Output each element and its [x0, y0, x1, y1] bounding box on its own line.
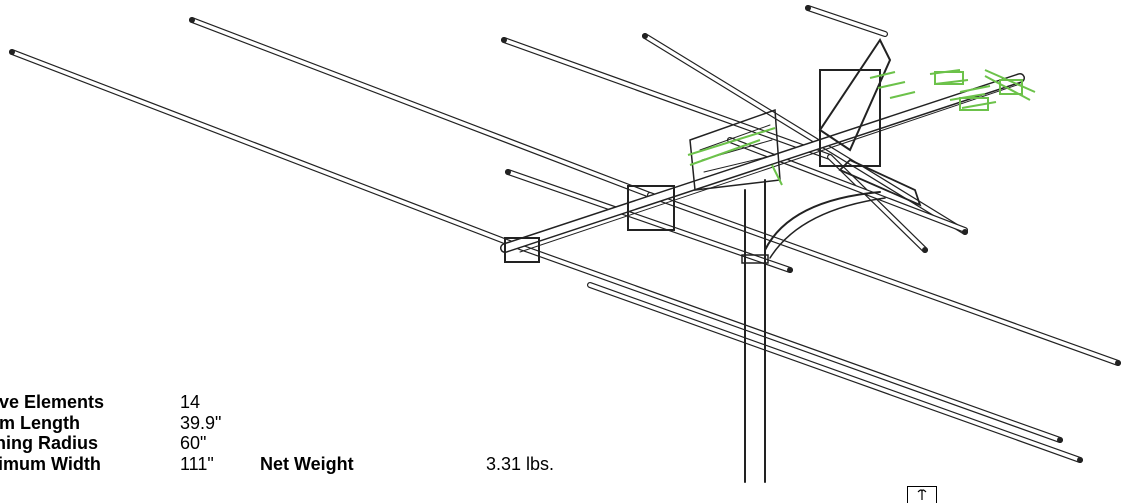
spec-value: 60" [180, 433, 207, 453]
element-rod-3 [189, 17, 653, 198]
spec-value: 111" [180, 453, 214, 474]
mast [741, 179, 886, 483]
net-weight-label: Net Weight [260, 453, 354, 474]
element-rod-2 [517, 244, 1063, 443]
rod-tips [9, 5, 1121, 463]
element-rod-4 [647, 192, 1121, 366]
rear-bracket [819, 69, 881, 167]
spec-label: ximum Width [0, 453, 101, 474]
element-rod-1 [9, 49, 523, 250]
element-rod-5 [501, 37, 833, 160]
element-rod-11 [805, 5, 888, 37]
green-directors [687, 69, 1036, 186]
spec-label: rning Radius [0, 433, 99, 453]
mid-bracket [627, 185, 675, 231]
spec-value: 39.9" [180, 412, 222, 433]
element-rod-9 [642, 33, 968, 235]
spec-label: om Length [0, 412, 80, 433]
net-weight-value: 3.31 lbs. [486, 453, 555, 474]
element-rod-7 [505, 169, 793, 273]
spec-label: tive Elements [0, 392, 105, 412]
spec-value: 14 [180, 392, 201, 412]
boom [500, 73, 1025, 253]
front-bracket [504, 237, 540, 263]
element-rod-10 [727, 137, 968, 233]
element-rod-8 [587, 282, 1083, 463]
gift-box-icon [907, 486, 937, 503]
